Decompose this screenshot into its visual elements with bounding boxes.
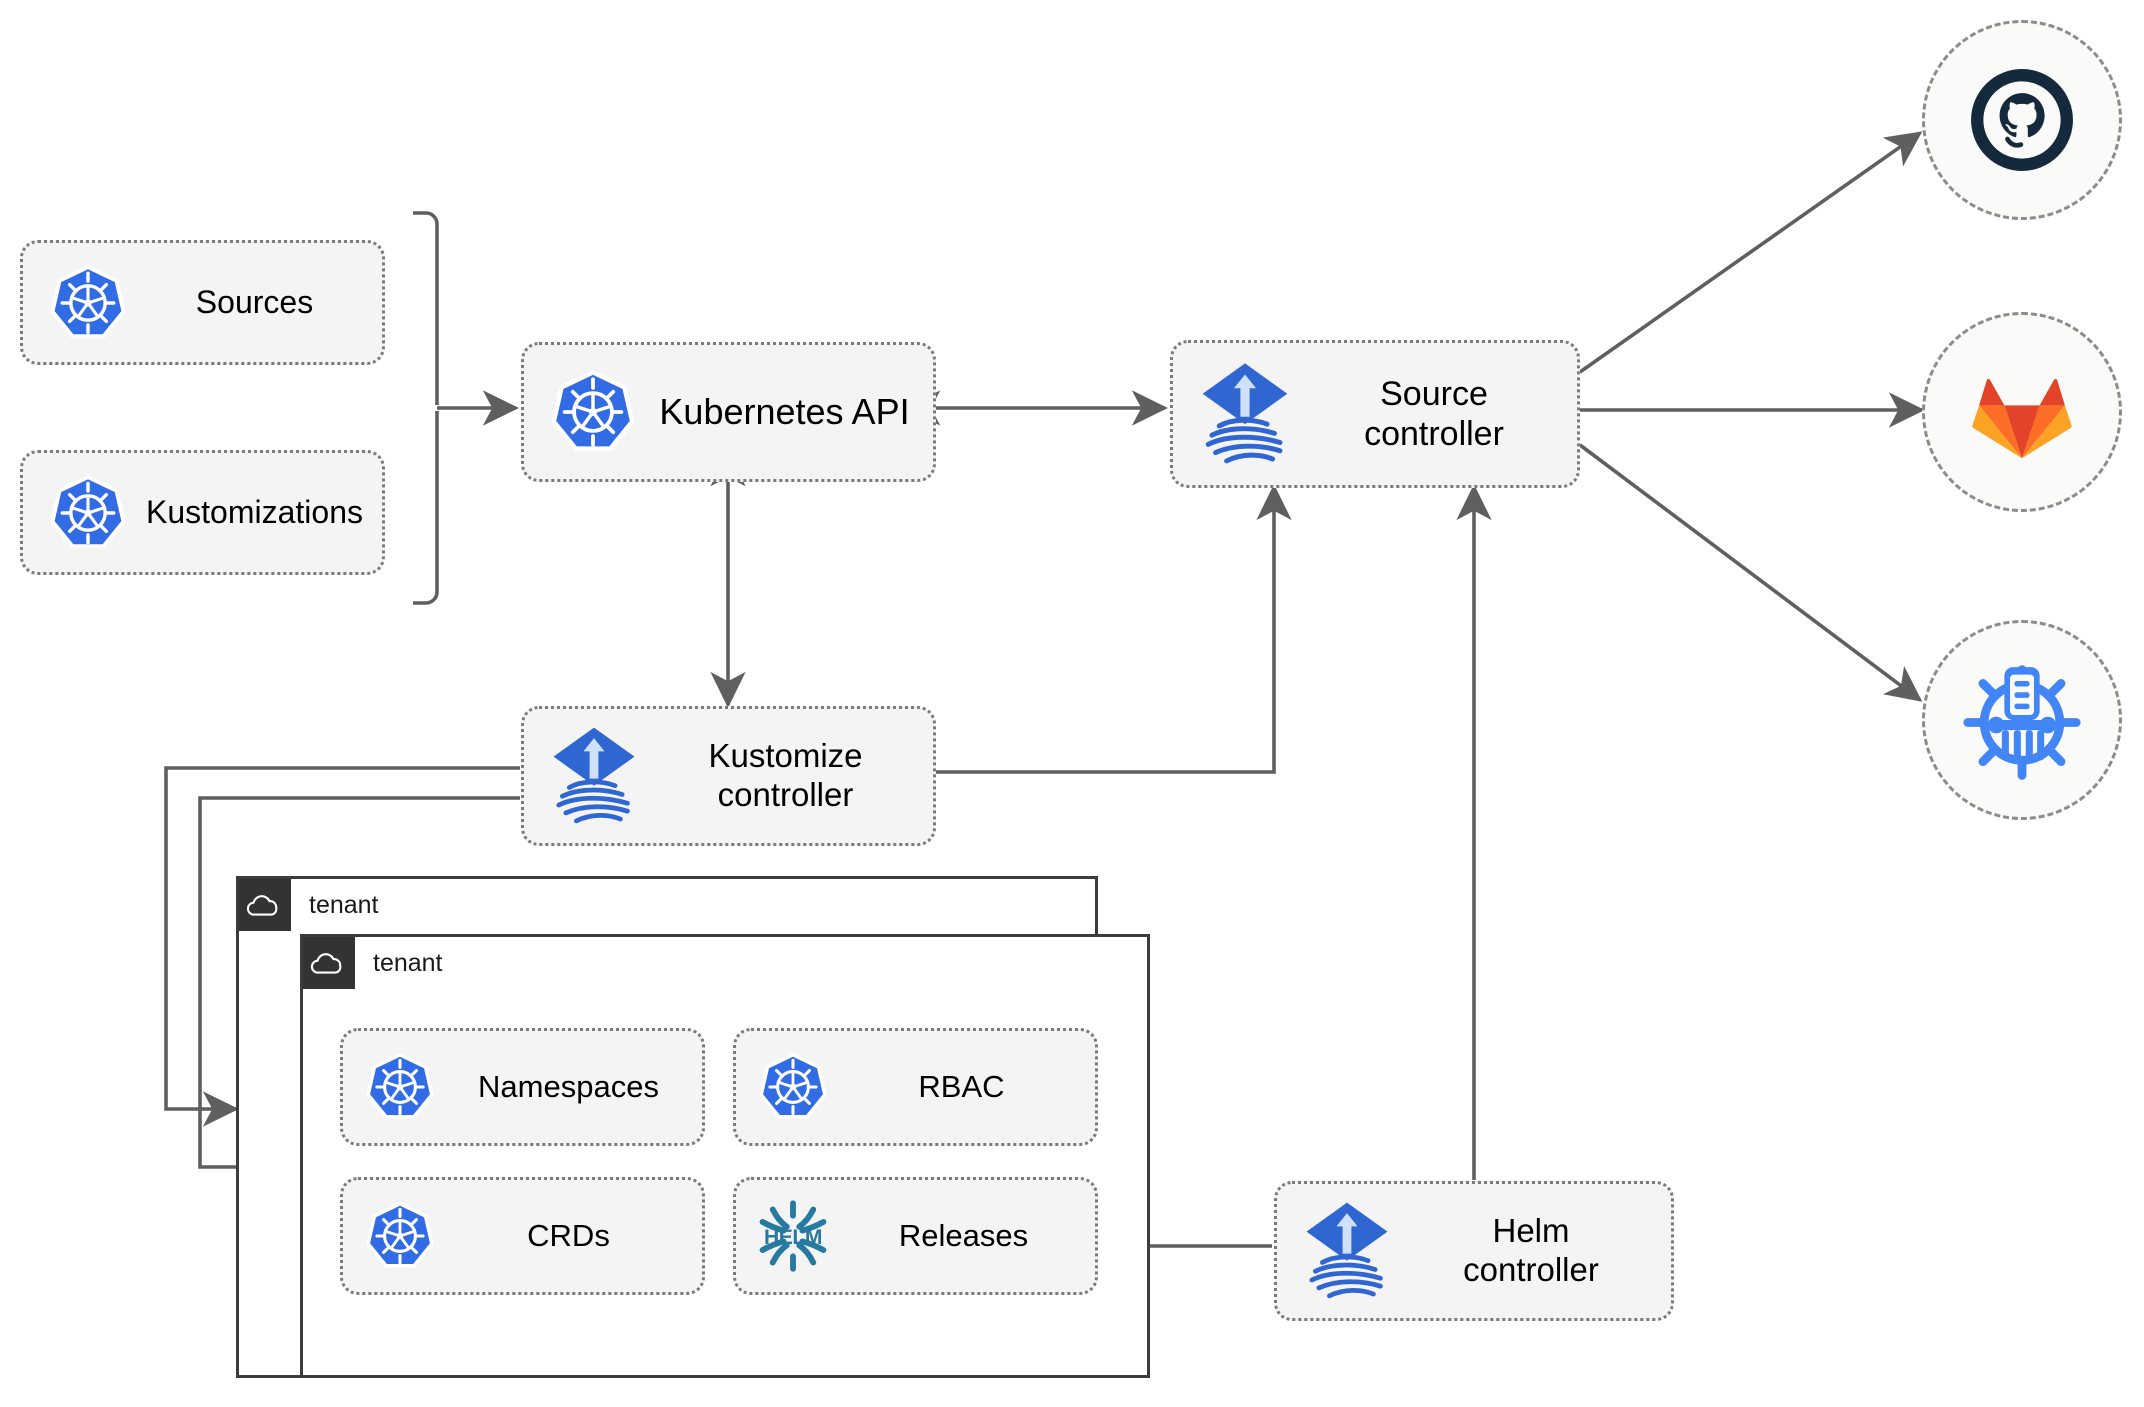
- resource-releases[interactable]: Releases: [733, 1177, 1098, 1295]
- kubernetes-icon: [365, 1052, 435, 1122]
- gitlab-icon: [1972, 378, 2072, 459]
- node-kustomizations-label: Kustomizations: [146, 493, 363, 530]
- helm-icon: [754, 1197, 832, 1275]
- node-source-controller-label: Source controller: [1364, 374, 1504, 453]
- cloud-icon: [239, 879, 291, 931]
- kubernetes-icon: [365, 1201, 435, 1271]
- node-kubernetes-api[interactable]: Kubernetes API: [521, 342, 936, 482]
- oci-registry-icon: [1959, 657, 2085, 783]
- cloud-icon: [303, 937, 355, 989]
- resource-releases-label: Releases: [898, 1217, 1029, 1253]
- node-sources-label: Sources: [195, 283, 314, 320]
- edge-kustomizations-bracket: [413, 411, 439, 605]
- resource-crds-label: CRDs: [527, 1217, 610, 1253]
- edge-kustomize-to-source: [936, 484, 1292, 774]
- node-kubernetes-api-label: Kubernetes API: [659, 390, 910, 432]
- flux-icon: [550, 722, 638, 830]
- resource-rbac-label: RBAC: [918, 1068, 1005, 1104]
- tenant-outer-label: tenant: [309, 890, 379, 919]
- node-helm-controller-label: Helm controller: [1463, 1212, 1599, 1288]
- edge-sources-bracket: [413, 211, 439, 405]
- node-kustomize-controller[interactable]: Kustomize controller: [521, 706, 936, 846]
- node-sources[interactable]: Sources: [20, 240, 385, 365]
- kubernetes-icon: [49, 474, 127, 552]
- tenant-inner-header: tenant: [303, 937, 443, 989]
- flux-icon: [1199, 358, 1291, 470]
- resource-namespaces-label: Namespaces: [478, 1068, 659, 1104]
- node-kustomizations[interactable]: Kustomizations: [20, 450, 385, 575]
- kubernetes-icon: [550, 369, 636, 455]
- edge-source-to-github: [1578, 131, 1923, 374]
- kubernetes-icon: [49, 264, 127, 342]
- resource-crds[interactable]: CRDs: [340, 1177, 705, 1295]
- tenant-inner-label: tenant: [373, 948, 443, 977]
- tenant-box-inner[interactable]: tenant: [300, 934, 1150, 1378]
- node-source-controller[interactable]: Source controller: [1170, 340, 1580, 488]
- kubernetes-icon: [758, 1052, 828, 1122]
- resource-rbac[interactable]: RBAC: [733, 1028, 1098, 1146]
- flux-icon: [1303, 1197, 1391, 1305]
- node-kustomize-controller-label: Kustomize controller: [708, 737, 863, 813]
- provider-oci-registry[interactable]: [1922, 620, 2122, 820]
- provider-github[interactable]: [1922, 20, 2122, 220]
- resource-namespaces[interactable]: Namespaces: [340, 1028, 705, 1146]
- github-icon: [1966, 64, 2078, 176]
- provider-gitlab[interactable]: [1922, 312, 2122, 512]
- node-helm-controller[interactable]: Helm controller: [1274, 1181, 1674, 1321]
- edge-source-to-oci: [1578, 443, 1923, 702]
- tenant-outer-header: tenant: [239, 879, 379, 931]
